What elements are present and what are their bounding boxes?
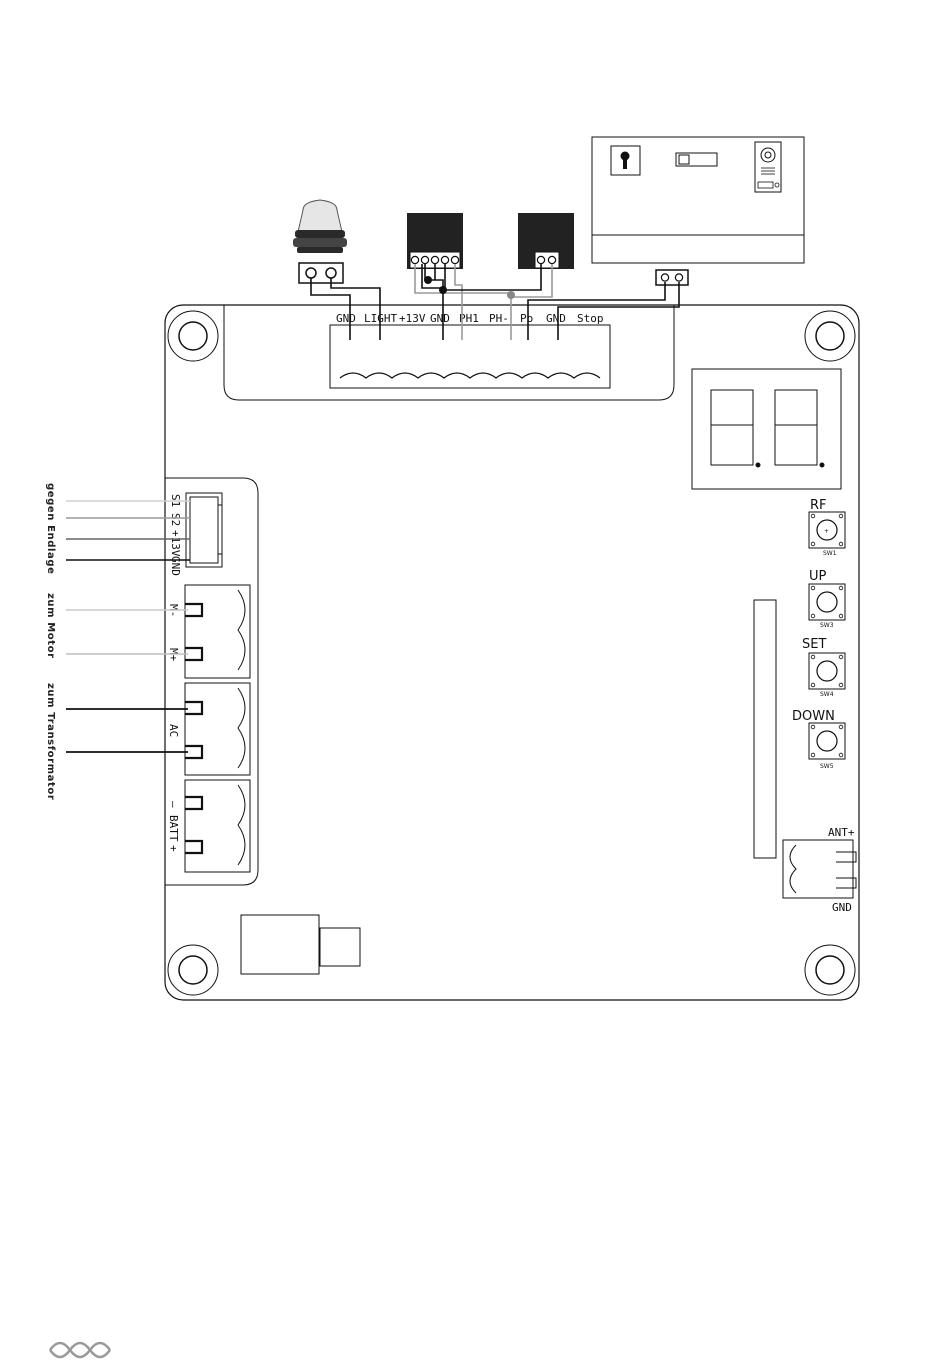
svg-text:+: + — [824, 528, 829, 535]
term-gnd-2: GND — [430, 312, 450, 325]
term-stop: Stop — [577, 312, 604, 325]
term-po: Po — [520, 312, 533, 325]
brand-logo-icon — [50, 1343, 110, 1357]
transformer-connector — [185, 683, 250, 775]
button-up-label: UP — [809, 569, 827, 584]
intercom-icon — [755, 142, 781, 192]
side-label-limit: gegen Endlage — [45, 483, 56, 575]
side-label-motor: zum Motor — [45, 593, 56, 659]
button-set-label: SET — [802, 637, 826, 652]
button-down-code: SW5 — [820, 763, 834, 770]
mounting-hole-bottom-right — [805, 945, 855, 995]
seven-segment-display — [692, 369, 841, 489]
term-13v: +13V — [399, 312, 426, 325]
button-up-code: SW3 — [820, 622, 834, 629]
mounting-hole-top-left — [168, 311, 218, 361]
button-rf[interactable]: RF + SW1 — [809, 498, 845, 557]
term-gnd-1: GND — [336, 312, 356, 325]
antenna-connector: ANT+ GND — [783, 826, 856, 914]
battery-label: BATT — [167, 815, 180, 842]
terminal-screws — [340, 373, 600, 378]
motor-connector — [185, 585, 250, 678]
limit-13v: +13V — [169, 530, 182, 557]
button-set-code: SW4 — [820, 691, 834, 698]
button-down[interactable]: DOWN SW5 — [792, 709, 845, 770]
antenna-gnd-label: GND — [832, 901, 852, 914]
wall-station-wires — [528, 282, 679, 340]
fuse-holder — [320, 928, 360, 966]
button-up[interactable]: UP SW3 — [809, 569, 845, 629]
motor-plus: M+ — [167, 648, 180, 662]
term-ph-minus: PH- — [489, 312, 509, 325]
side-label-transformer: zum Transformator — [45, 683, 56, 800]
button-rf-label: RF — [810, 498, 827, 513]
antenna-plus-label: ANT+ — [828, 826, 855, 839]
receiver-slot — [754, 600, 776, 858]
fuse-block — [241, 915, 319, 974]
warning-light-icon — [293, 200, 347, 253]
photocell-wires — [415, 264, 552, 340]
mounting-hole-bottom-left — [168, 945, 218, 995]
button-down-label: DOWN — [792, 709, 835, 724]
wall-station-connector — [656, 270, 688, 285]
limit-s2: S2 — [169, 513, 182, 526]
transformer-ac: AC — [167, 724, 180, 737]
slide-switch-icon — [676, 153, 717, 166]
button-rf-code: SW1 — [823, 550, 837, 557]
battery-minus: – — [167, 801, 180, 808]
term-gnd-3: GND — [546, 312, 566, 325]
key-switch-icon — [611, 146, 640, 175]
mounting-hole-top-right — [805, 311, 855, 361]
warning-light-wires — [311, 278, 380, 340]
limit-gnd: GND — [169, 556, 182, 576]
battery-plus: + — [167, 845, 180, 852]
battery-connector — [185, 780, 250, 872]
button-set[interactable]: SET SW4 — [802, 637, 845, 698]
